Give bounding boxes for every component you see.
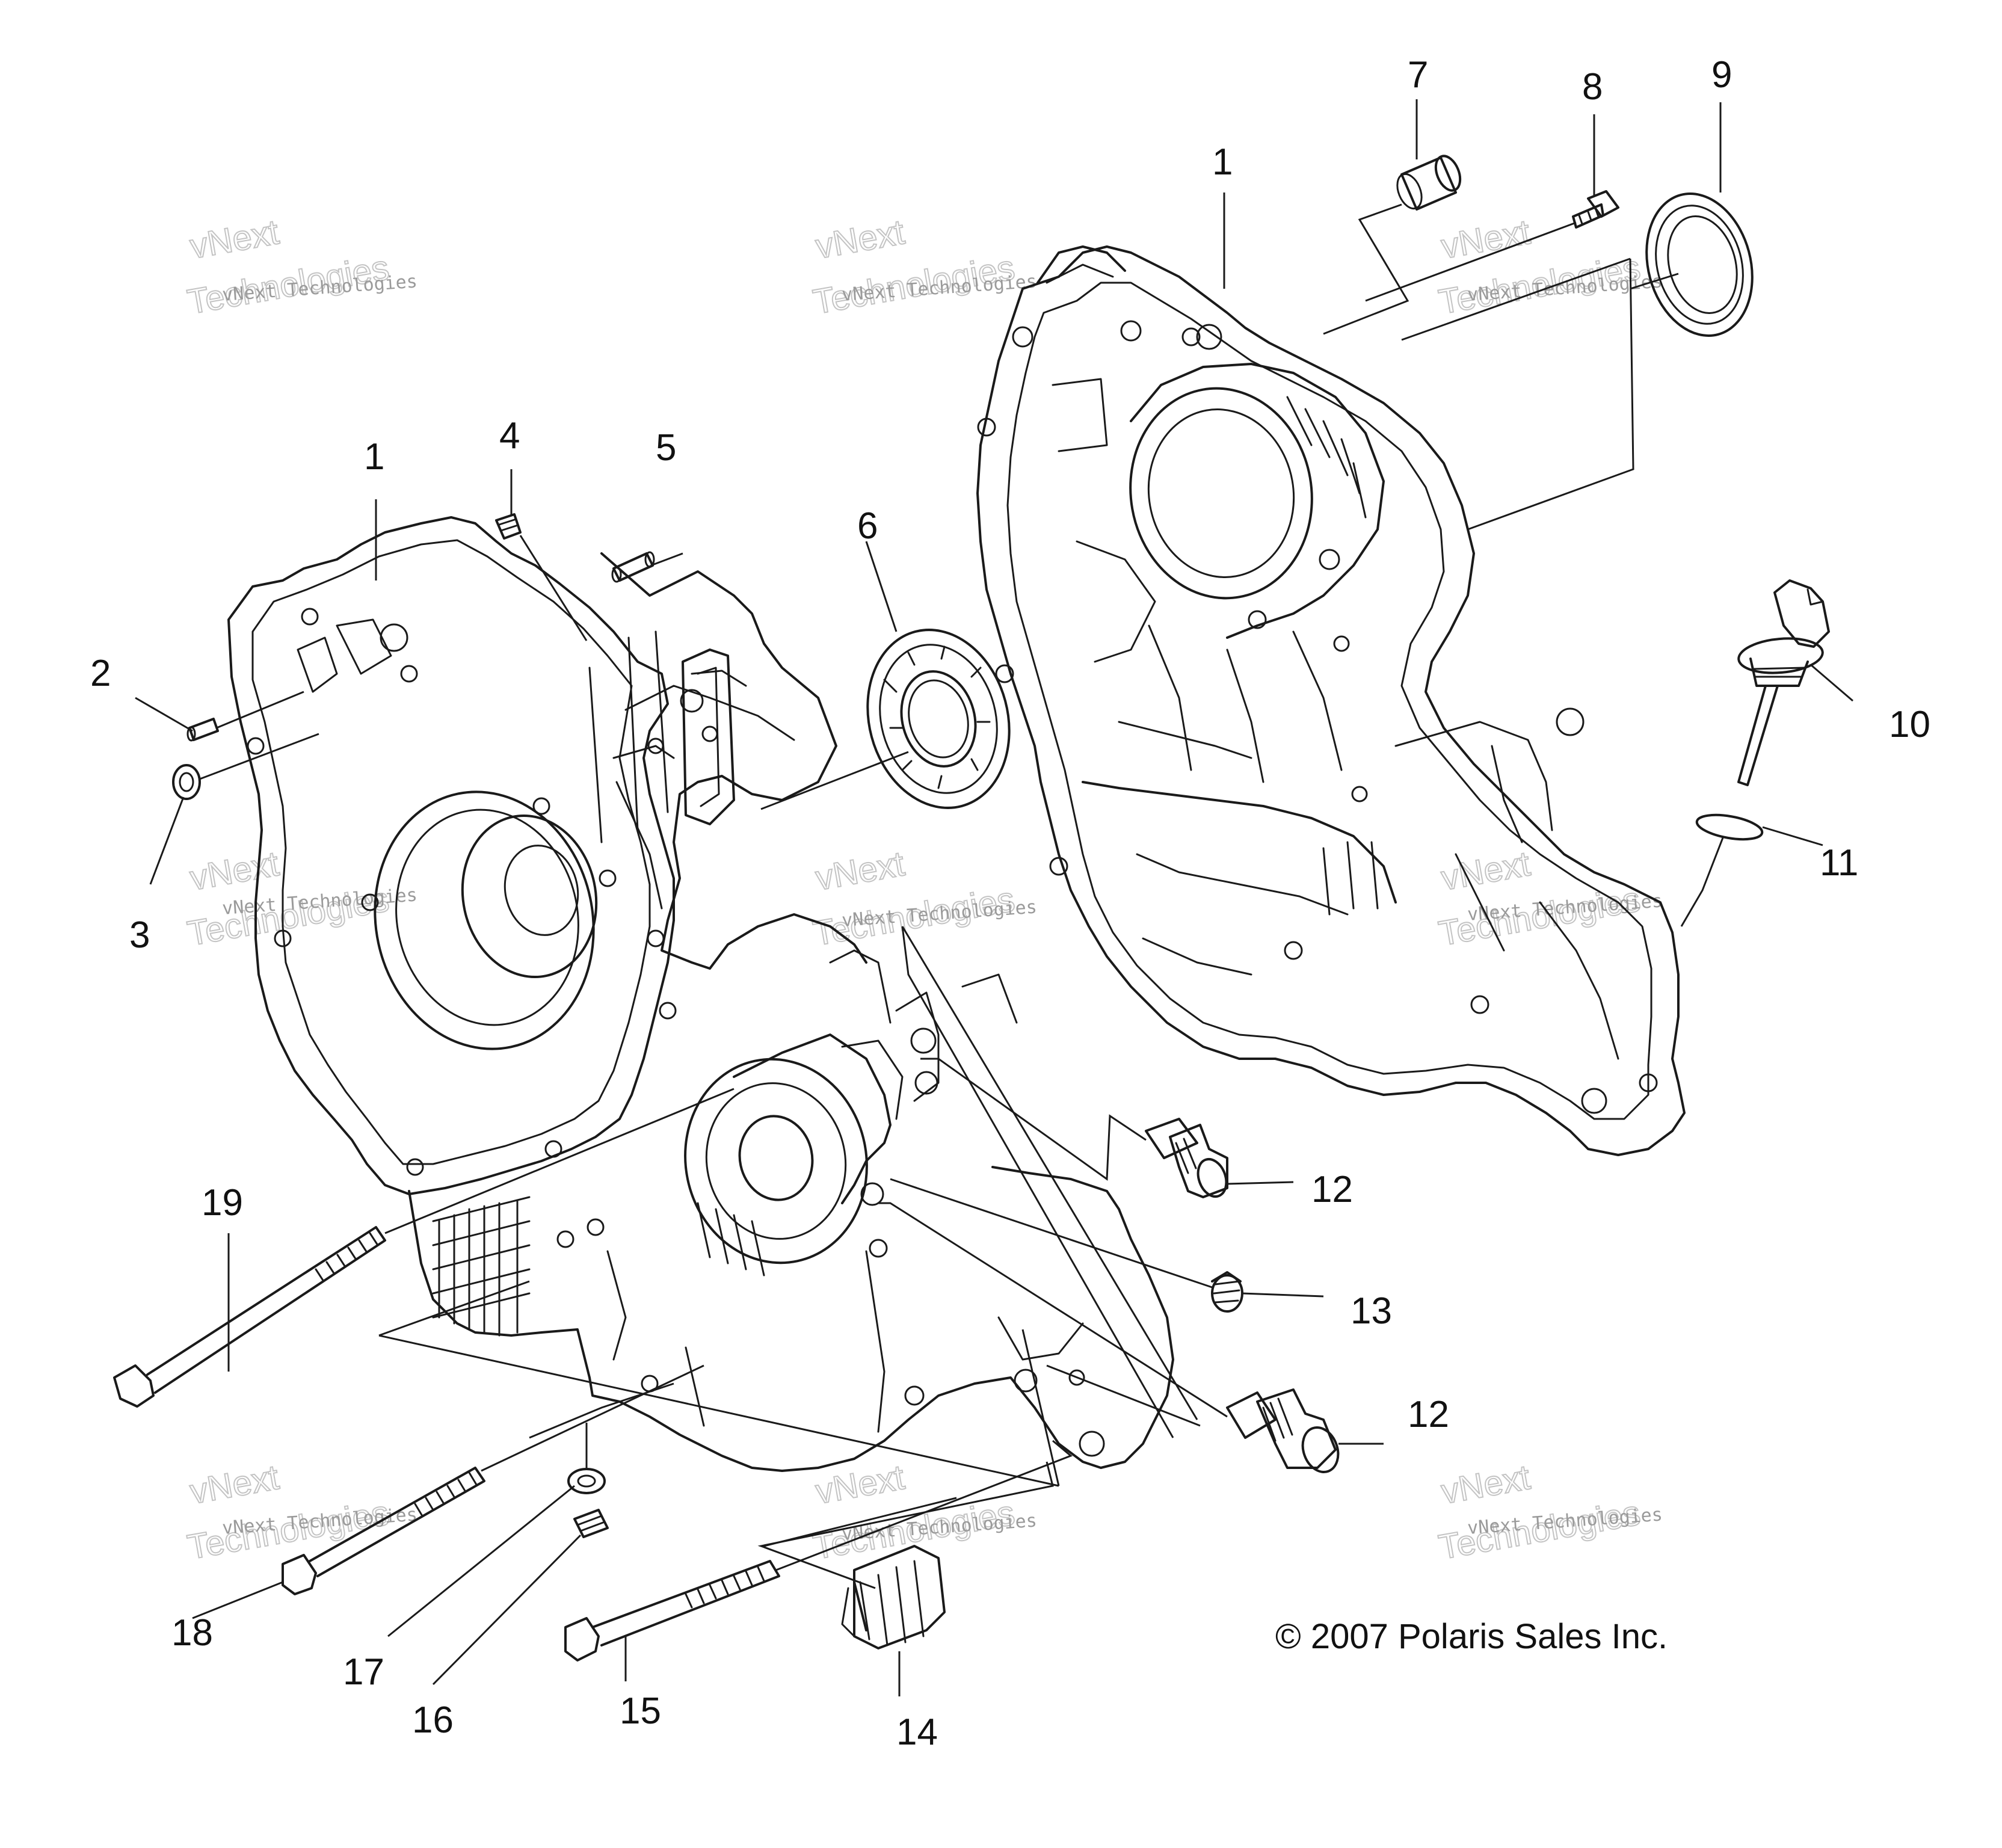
part-17-washer [567,1468,606,1494]
callout-4: 4 [499,415,520,457]
part-18-bolt [282,1467,485,1595]
callout-1-right: 1 [1212,141,1233,183]
watermark-brand: vNext [187,1458,282,1512]
part-2-dowel-pin [186,718,219,742]
watermark-brand: vNext [813,212,907,266]
callout-13: 13 [1351,1290,1392,1332]
callout-17: 17 [343,1651,384,1693]
watermark-brand: vNext [1438,212,1533,266]
watermark: vNext Technologies [810,212,1018,322]
callout-18: 18 [171,1612,213,1654]
watermark-brand: vNext [187,212,282,266]
part-11-o-ring [1695,813,1764,841]
part-8-screw [1572,190,1619,229]
callout-11: 11 [1820,842,1858,884]
watermark: vNext Technologies [1435,1457,1644,1568]
callout-7: 7 [1408,54,1428,96]
callout-3: 3 [129,914,150,956]
part-15-bolt [564,1560,780,1662]
watermark-brand: vNext [187,844,282,898]
callout-10: 10 [1889,704,1930,745]
watermark: vNext Technologies [1435,843,1644,954]
callout-16: 16 [412,1699,454,1741]
part-13-plug [1211,1271,1243,1313]
watermark-brand: vNext [1438,844,1533,898]
watermark-brand: vNext [813,844,907,898]
part-7-bushing [1396,155,1462,211]
leader-lines [135,99,1853,1696]
watermark: vNext Technologies [1435,212,1644,322]
part-12-fitting-lower [1226,1388,1340,1473]
part-9-oil-seal [1645,192,1754,337]
callout-1-left: 1 [364,436,384,478]
callout-6: 6 [857,505,878,547]
copyright-notice: © 2007 Polaris Sales Inc. [1275,1617,1668,1656]
callout-2: 2 [90,653,111,694]
callout-12-lower: 12 [1408,1394,1449,1435]
part-12-fitting-upper [1145,1118,1228,1198]
callout-12-upper: 12 [1311,1169,1353,1210]
callout-14: 14 [896,1711,938,1753]
part-5-dowel-pin [611,551,655,583]
callout-5: 5 [656,427,676,469]
callout-19: 19 [202,1182,243,1224]
callout-labels: 1 1 2 3 4 5 6 7 8 9 10 11 12 13 12 14 15… [90,54,1930,1753]
watermark: vNext Technologies [184,1457,393,1568]
right-crankcase-half [976,245,1686,1156]
watermark-brand: vNext [1438,1458,1533,1512]
part-3-o-ring [172,764,201,800]
part-6-bearing [866,629,1011,809]
part-19-long-bolt [113,1226,386,1408]
part-4-plug [495,513,522,540]
watermark-layer: vNext Technologies vNext Technologies vN… [184,212,1663,1568]
part-14-drain-fitting [841,1545,946,1649]
part-16-plug [573,1509,609,1538]
left-crankcase-half [227,516,1174,1472]
callout-9: 9 [1711,54,1732,96]
watermark: vNext Technologies [184,212,393,322]
part-10-dipstick [1737,579,1830,786]
callout-8: 8 [1582,66,1603,108]
watermark: vNext Technologies [810,843,1018,954]
callout-15: 15 [620,1690,661,1732]
